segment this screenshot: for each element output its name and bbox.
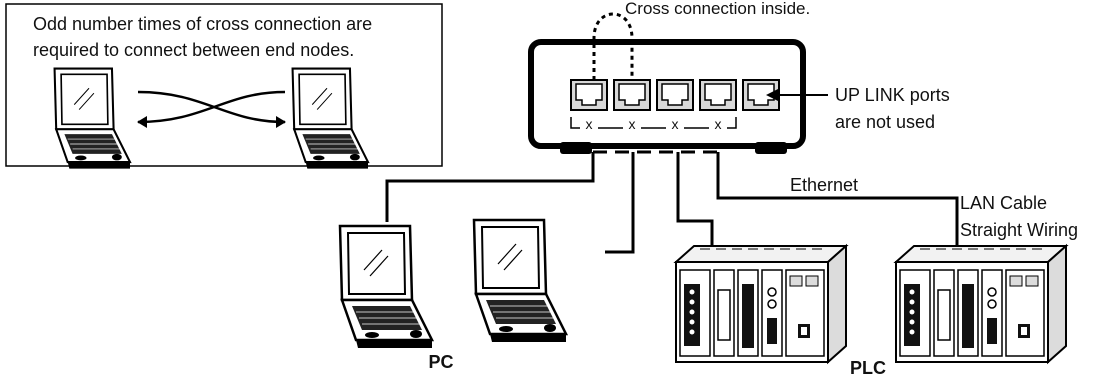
uplink-label-line1: UP LINK ports [835, 85, 950, 105]
port-1 [570, 79, 608, 111]
hub-foot-right [755, 142, 787, 154]
cable-pc-2 [605, 152, 635, 254]
inset-note-line1: Odd number times of cross connection are [33, 14, 372, 34]
cross-connection-loop [592, 12, 634, 80]
switching-hub: x x x x [528, 39, 806, 154]
port-mark-1: x [586, 116, 593, 132]
port-2 [613, 79, 651, 111]
pc-laptop-2 [472, 218, 568, 344]
inset-note-line2: required to connect between end nodes. [33, 40, 354, 60]
cable-plc-1 [676, 152, 714, 246]
uplink-arrowhead [766, 89, 778, 101]
plc-label: PLC [850, 358, 886, 378]
port-3 [656, 79, 694, 111]
cable-plc-2 [716, 152, 959, 246]
ethernet-ports [570, 79, 780, 111]
port-4 [699, 79, 737, 111]
arrowhead-right [276, 116, 286, 128]
pc-laptop-1 [338, 224, 434, 350]
hub-foot-left [560, 142, 592, 154]
port-mark-2: x [629, 116, 636, 132]
crossover-cable [137, 90, 286, 124]
port-mark-3: x [672, 116, 679, 132]
uplink-label-line2: are not used [835, 112, 935, 132]
pc-label: PC [428, 352, 453, 372]
plc-rack-1 [675, 245, 847, 363]
inset-cross-over-box: Odd number times of cross connection are… [5, 3, 443, 170]
cable-pc-1 [385, 152, 595, 222]
ethernet-cables [385, 148, 959, 254]
port-mark-4: x [715, 116, 722, 132]
ethernet-label: Ethernet [790, 175, 858, 195]
arrowhead-left [137, 116, 147, 128]
plc-rack-2 [895, 245, 1067, 363]
cross-connection-label: Cross connection inside. [625, 0, 810, 18]
lan-cable-label-line2: Straight Wiring [960, 220, 1078, 240]
lan-cable-label-line1: LAN Cable [960, 193, 1047, 213]
port-bracket [570, 117, 737, 129]
